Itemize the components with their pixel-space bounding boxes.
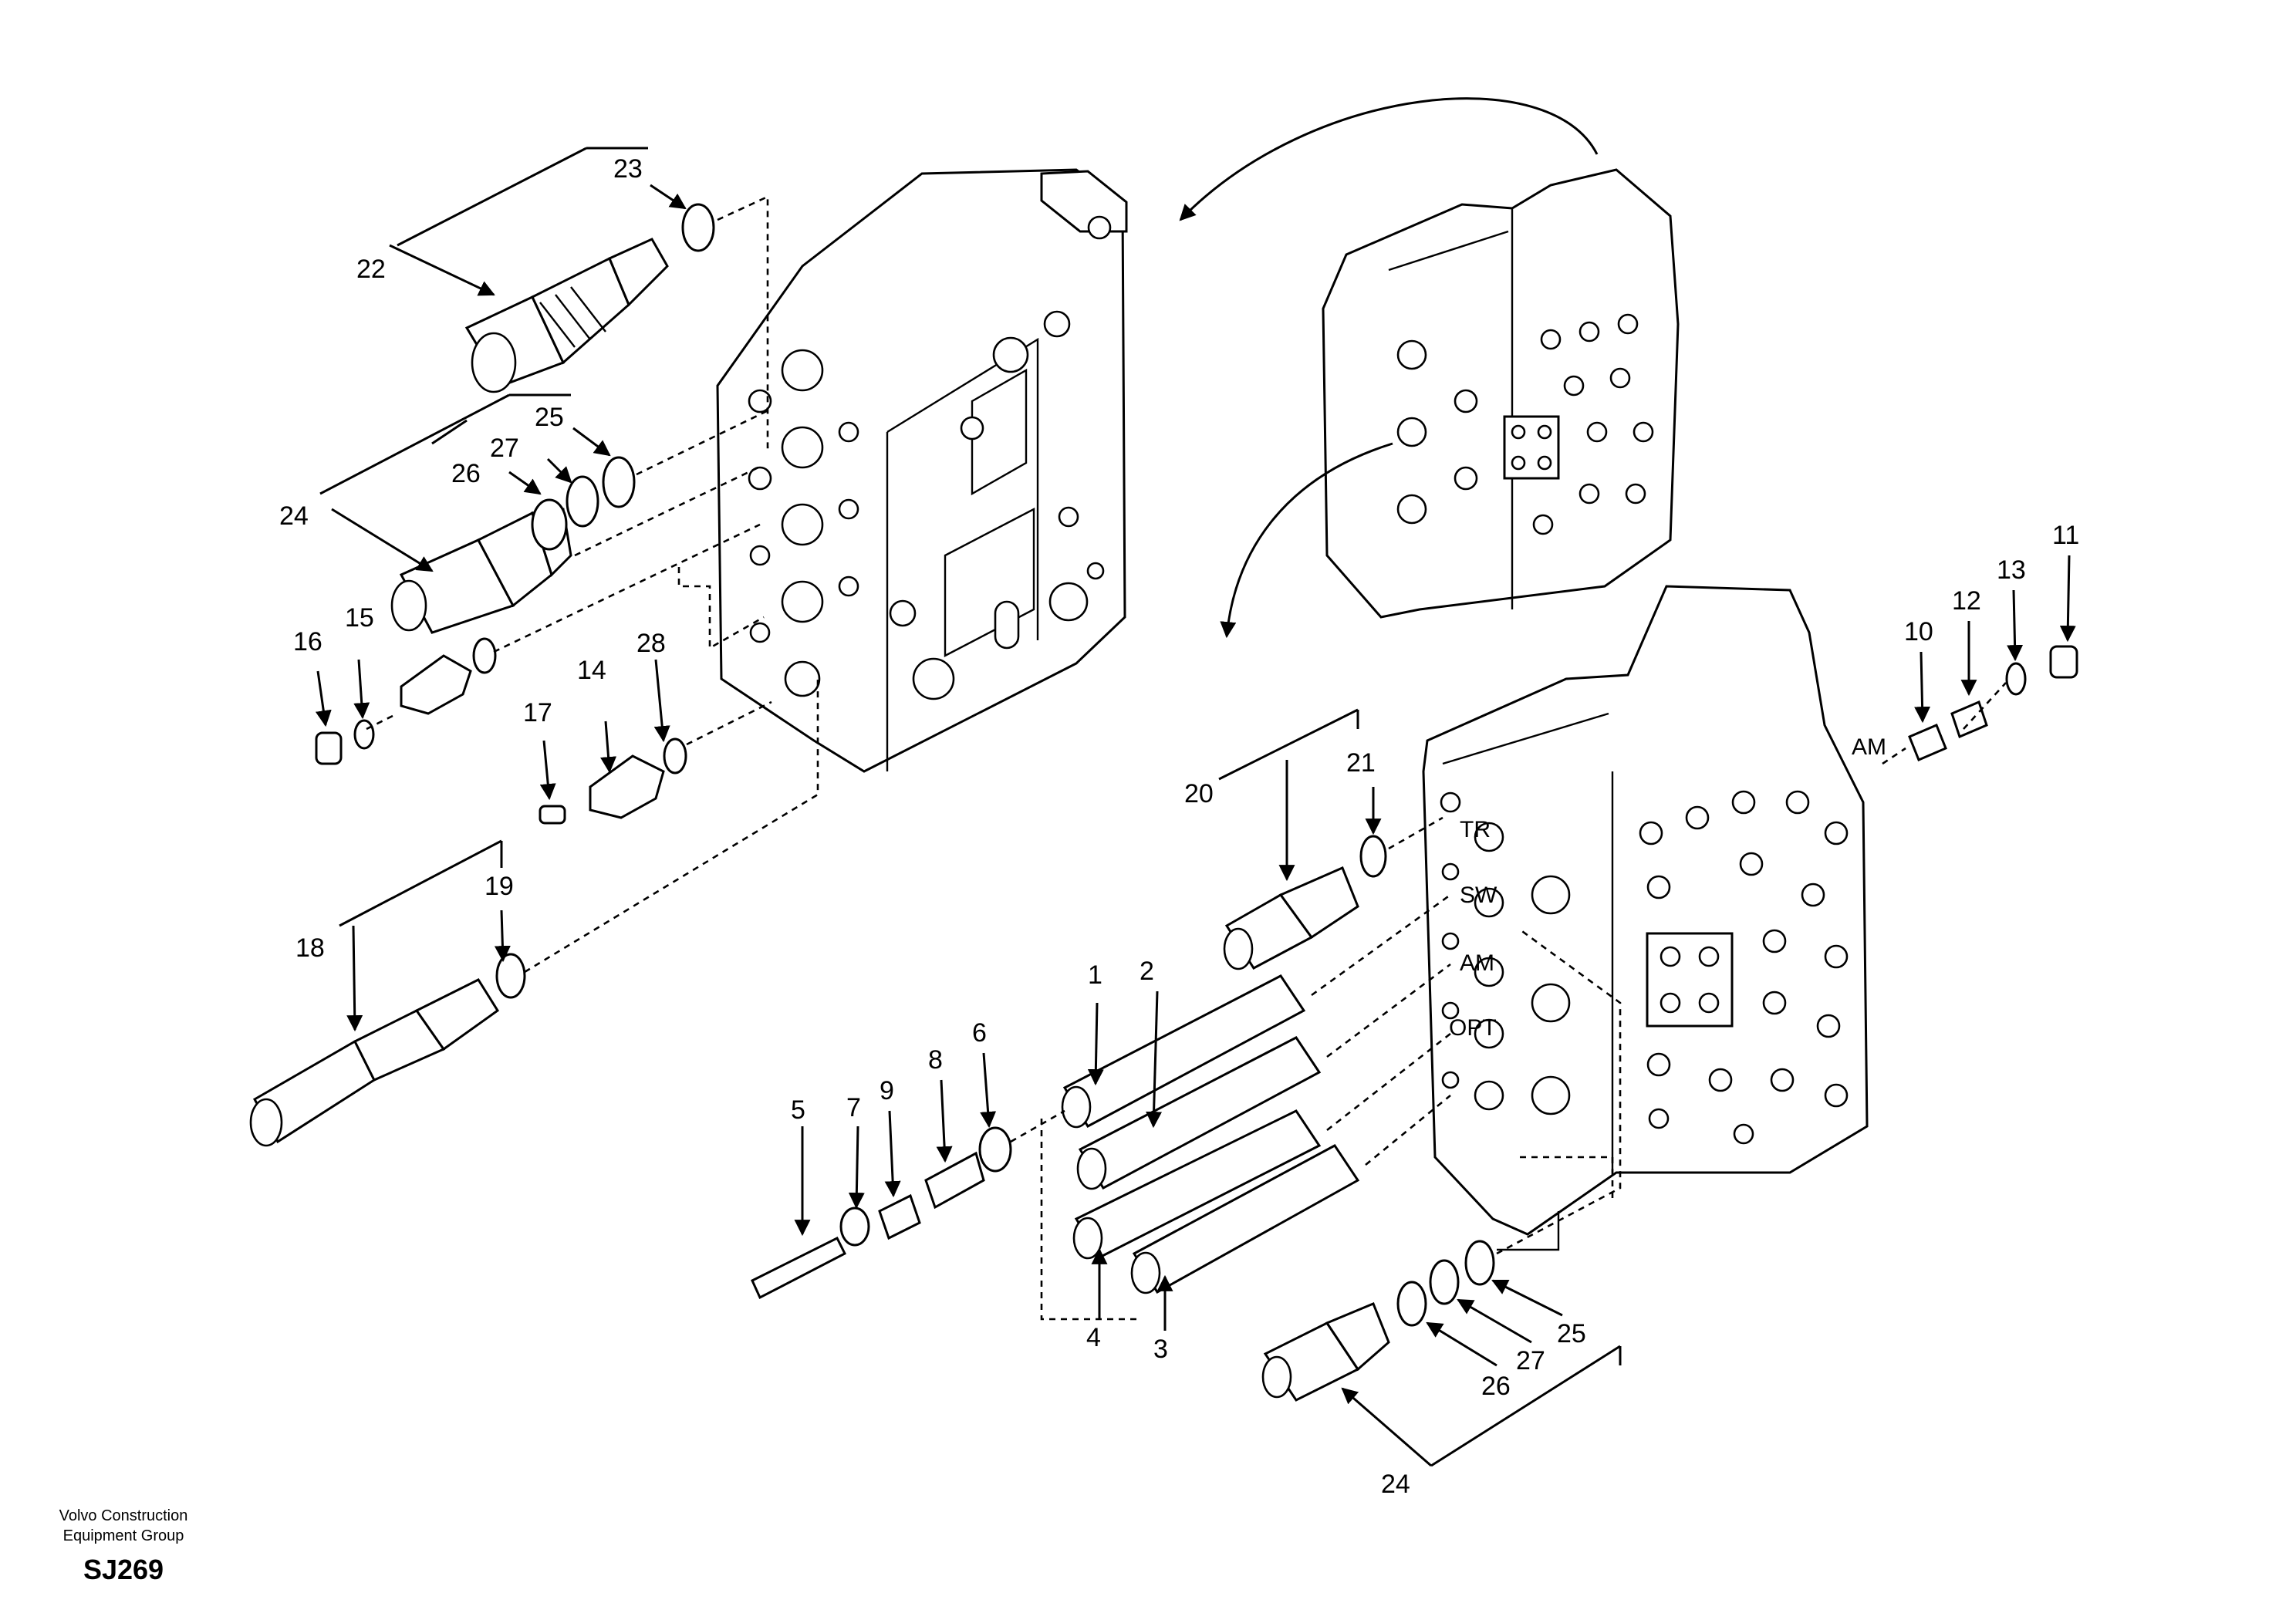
part-19-o-ring: [495, 953, 526, 999]
callout-24: 24: [279, 501, 309, 531]
callout-9: 9: [880, 1076, 894, 1105]
assembly-guide-lines: [366, 194, 2007, 1321]
callout-numbers: 23 22 25 27 26 24 16 15 14 28 17 19 18 2…: [279, 154, 2079, 1499]
callout-27: 27: [490, 434, 519, 463]
part-8-spring: [924, 1151, 985, 1210]
part-20-valve-assembly: [1223, 866, 1359, 970]
callout-10: 10: [1904, 617, 1933, 646]
callout-23: 23: [613, 154, 643, 184]
callout-8: 8: [928, 1045, 943, 1075]
callout-20: 20: [1184, 779, 1214, 808]
leader-lines: [315, 147, 2076, 1467]
rear-valve-block: [716, 168, 1128, 773]
rotation-arrow-down: [1220, 442, 1393, 639]
footer-block: Volvo Construction Equipment Group SJ269: [31, 1506, 216, 1586]
part-23-o-ring: [681, 203, 715, 252]
port-label-sw: SW: [1460, 883, 1497, 908]
part-25-o-ring-lower: [1464, 1240, 1495, 1286]
front-valve-block: [1422, 585, 1869, 1251]
callout-5: 5: [791, 1095, 805, 1125]
part-22-relief-valve: [464, 238, 669, 393]
part-3-spool: [1130, 1144, 1360, 1294]
part-18-spool-valve: [249, 978, 500, 1147]
port-label-am: AM: [1460, 950, 1494, 976]
part-26-o-ring-lower: [1396, 1281, 1427, 1327]
part-5-pin: [751, 1236, 847, 1300]
callout-2: 2: [1140, 957, 1154, 986]
callout-6: 6: [972, 1018, 987, 1048]
callout-17: 17: [523, 698, 552, 727]
part-15-o-ring: [353, 719, 375, 750]
part-14-flange-cover: [589, 754, 665, 819]
callout-27-lower: 27: [1516, 1346, 1545, 1375]
part-17-bolt: [539, 805, 566, 825]
part-24-relief-valve-lower: [1261, 1302, 1390, 1402]
part-1-spool: [1061, 974, 1306, 1129]
port-label-tr: TR: [1460, 817, 1491, 842]
drawing-code: SJ269: [83, 1554, 164, 1585]
callout-19: 19: [485, 872, 514, 901]
callout-14: 14: [577, 656, 606, 685]
callout-25-lower: 25: [1557, 1319, 1586, 1348]
callout-26: 26: [451, 459, 481, 488]
part-2-spool: [1076, 1036, 1322, 1190]
callout-4: 4: [1086, 1323, 1101, 1352]
part-10-plug: [1908, 724, 1947, 761]
part-12-spring: [1950, 700, 1988, 739]
part-6-spring-seat: [978, 1126, 1012, 1173]
part-13-o-ring: [2005, 662, 2027, 696]
callout-18: 18: [295, 933, 325, 963]
part-9-spacer: [878, 1193, 921, 1240]
part-ring-upper-cover: [472, 637, 497, 674]
callout-15: 15: [345, 603, 374, 633]
part-7-retainer: [839, 1207, 870, 1247]
callout-24-lower: 24: [1381, 1470, 1410, 1499]
callout-22: 22: [356, 255, 386, 284]
part-25-o-ring: [602, 456, 636, 508]
port-label-am-side: AM: [1852, 734, 1886, 760]
callout-12: 12: [1952, 586, 1981, 616]
part-11-plug: [2049, 645, 2078, 679]
rotation-arrow-top: [1179, 97, 1599, 221]
callout-1: 1: [1088, 960, 1102, 990]
callout-11: 11: [2052, 521, 2079, 550]
footer-org-line1: Volvo Construction: [59, 1507, 188, 1524]
callout-21: 21: [1346, 748, 1376, 778]
callout-26-lower: 26: [1481, 1372, 1511, 1401]
part-16-plug: [315, 731, 343, 765]
footer-org-line2: Equipment Group: [62, 1527, 184, 1544]
part-28-o-ring: [663, 737, 687, 775]
port-label-opt: OPT: [1449, 1015, 1497, 1041]
callout-16: 16: [293, 627, 322, 656]
part-cover-upper: [400, 654, 472, 715]
callout-3: 3: [1153, 1335, 1168, 1364]
valve-overview-block: [1322, 168, 1680, 619]
callout-7: 7: [846, 1093, 861, 1122]
part-27-backup-ring: [566, 475, 599, 528]
callout-25: 25: [535, 403, 564, 432]
callout-28: 28: [636, 629, 666, 658]
part-21-o-ring: [1359, 835, 1387, 878]
part-26-o-ring: [531, 498, 568, 551]
callout-13: 13: [1997, 555, 2026, 585]
part-27-backup-ring-lower: [1429, 1259, 1460, 1305]
